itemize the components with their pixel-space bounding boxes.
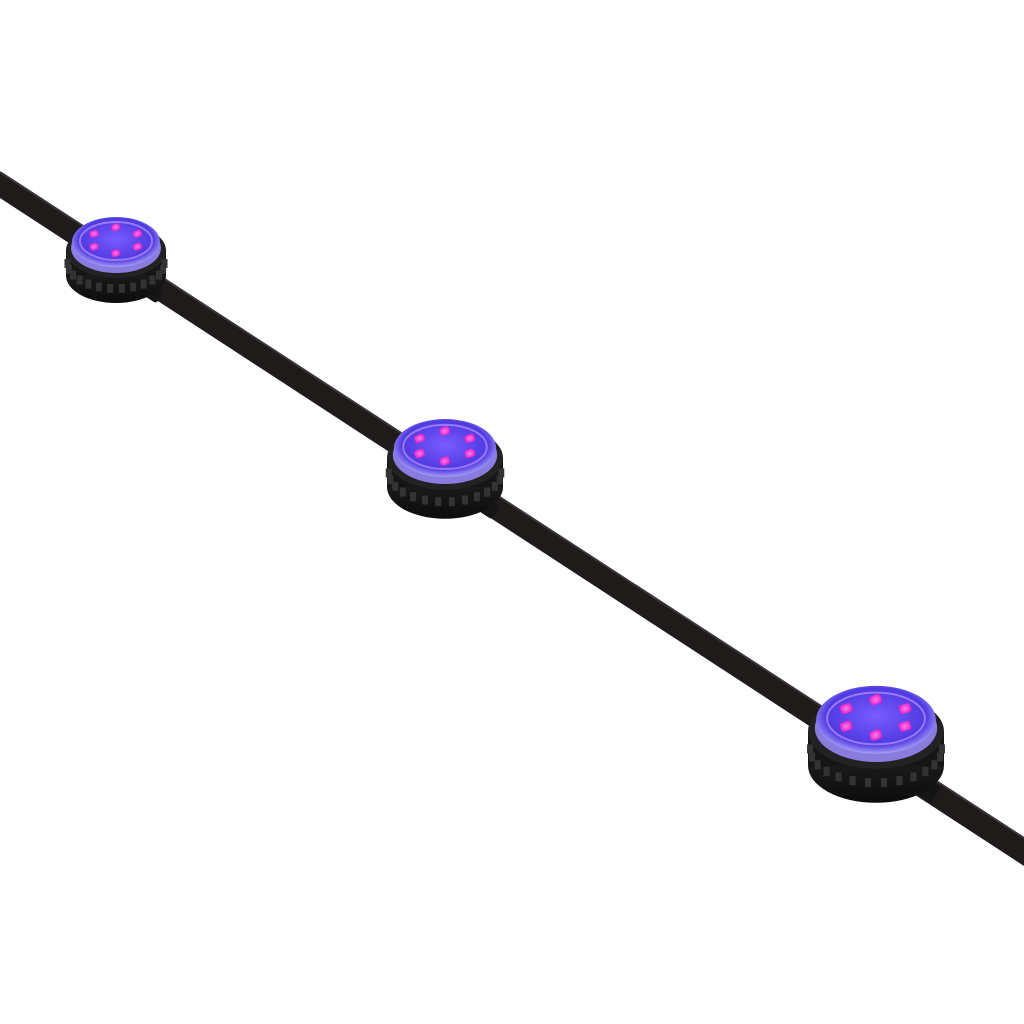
led-chip (464, 448, 476, 459)
grip-tooth (498, 468, 505, 478)
grip-tooth (896, 776, 903, 786)
grip-tooth (849, 776, 856, 786)
lens-top (816, 685, 936, 754)
grip-tooth (461, 495, 468, 505)
grip-tooth (130, 282, 137, 292)
grip-tooth (807, 744, 814, 754)
grip-tooth (865, 778, 872, 788)
grip-tooth (473, 492, 480, 502)
grip-tooth (65, 264, 72, 274)
grip-tooth (385, 468, 392, 478)
led-chip (89, 242, 99, 251)
lens-ring (826, 691, 926, 746)
led-chip (89, 229, 99, 238)
led-nodes (64, 217, 945, 803)
grip-tooth (85, 279, 92, 289)
grip-tooth (95, 282, 102, 292)
lens-ring (79, 221, 153, 261)
grip-tooth (155, 270, 162, 280)
led-chip (898, 702, 912, 715)
grip-tooth (491, 481, 498, 491)
lens-ring (402, 423, 488, 470)
grip-tooth (931, 760, 938, 770)
grip-tooth (160, 264, 167, 274)
grip-tooth (448, 497, 455, 507)
grip-tooth (835, 772, 842, 782)
led-node (64, 217, 168, 303)
grip-tooth (880, 778, 887, 788)
grip-tooth (399, 487, 406, 497)
led-chip (839, 720, 853, 732)
led-chip (839, 702, 853, 715)
grip-tooth (149, 275, 156, 285)
grip-tooth (70, 270, 77, 280)
grip-tooth (140, 279, 147, 289)
grip-tooth (422, 495, 429, 505)
led-chip (414, 448, 425, 459)
led-chip (132, 229, 142, 238)
grip-tooth (937, 752, 944, 762)
grip-tooth (392, 481, 399, 491)
grip-tooth (107, 283, 114, 293)
led-chip (414, 433, 425, 444)
led-chip (869, 693, 883, 706)
grip-tooth (814, 760, 821, 770)
grip-tooth (435, 497, 442, 507)
lens-top (393, 419, 497, 478)
grip-tooth (118, 283, 125, 293)
led-node (807, 685, 945, 803)
led-chip (111, 223, 121, 232)
lens-top (72, 217, 160, 267)
grip-tooth (484, 487, 491, 497)
grip-tooth (938, 744, 945, 754)
grip-tooth (496, 475, 503, 485)
led-chip (439, 456, 451, 466)
grip-tooth (808, 752, 815, 762)
grip-tooth (910, 772, 917, 782)
led-chip (898, 720, 912, 732)
grip-tooth (64, 259, 71, 268)
grip-tooth (922, 766, 929, 776)
led-chip (132, 242, 142, 251)
led-chip (439, 426, 451, 436)
led-chip (111, 249, 121, 258)
led-chip (869, 729, 883, 741)
grip-tooth (410, 492, 417, 502)
grip-tooth (76, 275, 83, 285)
led-chip (464, 433, 476, 444)
grip-tooth (161, 259, 168, 268)
grip-tooth (387, 475, 394, 485)
grip-tooth (823, 766, 830, 776)
led-node (385, 419, 505, 519)
